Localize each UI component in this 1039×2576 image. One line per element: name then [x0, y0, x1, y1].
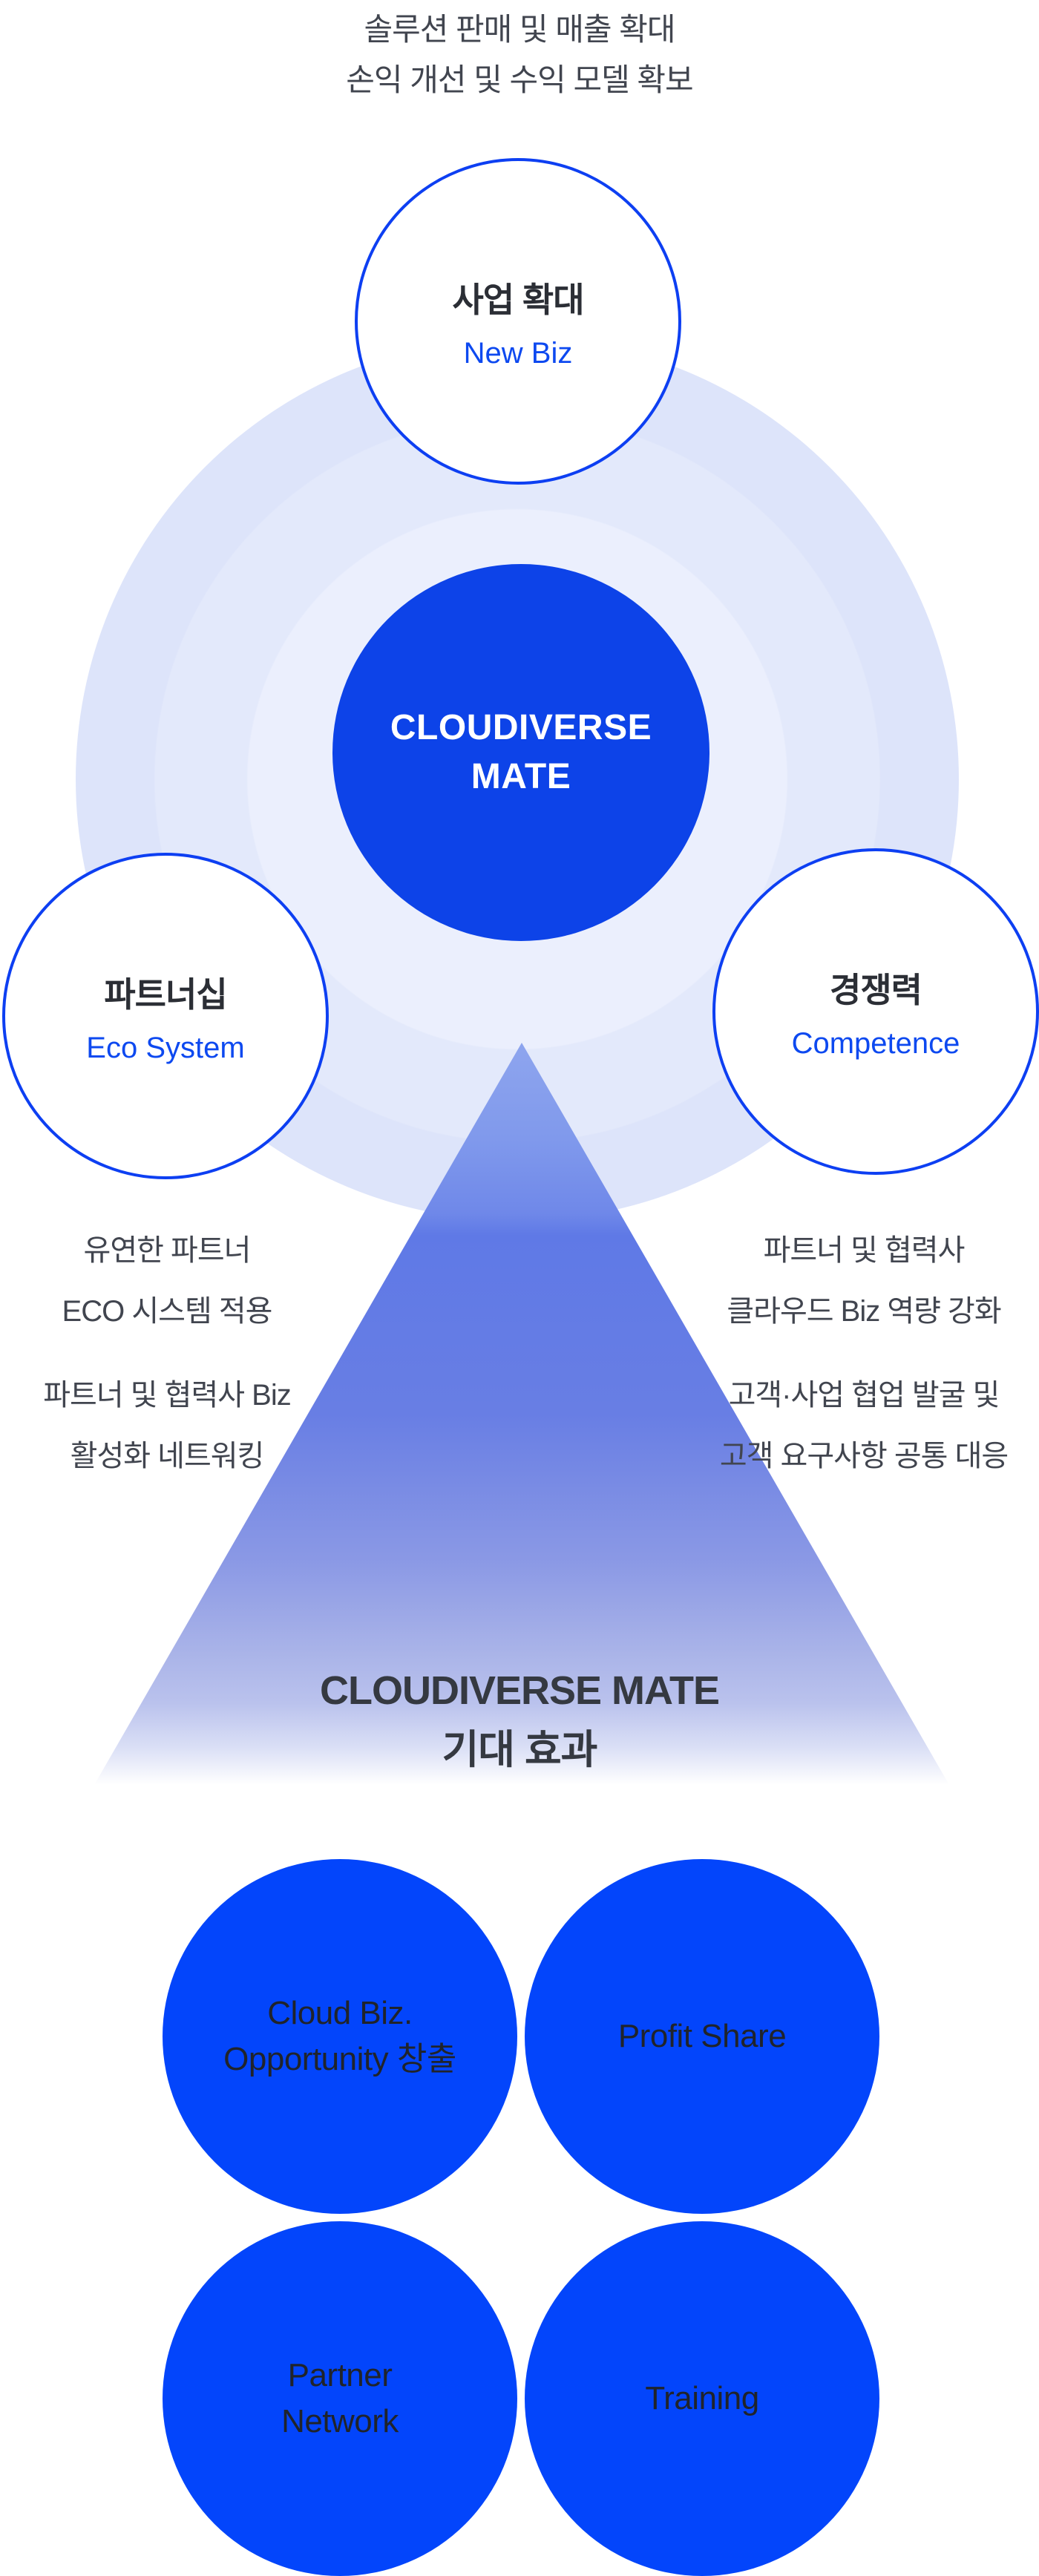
note-line: 고객·사업 협업 발굴 및 [728, 1379, 1000, 1412]
note-line: 클라우드 Biz 역량 강화 [727, 1295, 1001, 1328]
circle-partnership-subtitle: Eco System [86, 1031, 245, 1064]
effect-line: Opportunity 창출 [223, 2041, 456, 2077]
note-line: 고객 요구사항 공통 대응 [719, 1440, 1009, 1472]
effect-circle-training: Training [525, 2221, 879, 2576]
note-right-collaboration: 고객·사업 협업 발굴 및 고객 요구사항 공통 대응 [689, 1365, 1039, 1487]
circle-competitiveness-subtitle: Competence [791, 1026, 960, 1060]
effect-line: Cloud Biz. [267, 1995, 413, 2031]
note-line: ECO 시스템 적용 [62, 1295, 273, 1328]
note-right-capability: 파트너 및 협력사 클라우드 Biz 역량 강화 [689, 1220, 1039, 1342]
note-line: 활성화 네트워킹 [70, 1440, 265, 1472]
effect-line: Training [645, 2380, 759, 2416]
circle-business-expansion-title: 사업 확대 [452, 280, 584, 319]
top-summary-note: 솔루션 판매 및 매출 확대 손익 개선 및 수익 모델 확보 [0, 4, 1039, 105]
circle-cloudiverse-mate-core: CLOUDIVERSE MATE [332, 564, 709, 941]
effect-circle-cloud-biz-opportunity: Cloud Biz. Opportunity 창출 [163, 1859, 517, 2214]
effect-line: Profit Share [617, 2018, 787, 2054]
pyramid-title-line-2: 기대 효과 [442, 1728, 598, 1772]
note-left-eco-system: 유연한 파트너 ECO 시스템 적용 [0, 1220, 334, 1342]
top-summary-line-2: 손익 개선 및 수익 모델 확보 [346, 62, 693, 97]
note-line: 파트너 및 협력사 Biz [43, 1379, 292, 1412]
circle-business-expansion: 사업 확대 New Biz [355, 158, 681, 485]
top-summary-line-1: 솔루션 판매 및 매출 확대 [364, 12, 675, 47]
effect-circle-partner-network: Partner Network [163, 2221, 517, 2576]
circle-business-expansion-subtitle: New Biz [463, 336, 573, 370]
pyramid-title: CLOUDIVERSE MATE 기대 효과 [0, 1661, 1039, 1780]
effect-circle-profit-share: Profit Share [525, 1859, 879, 2214]
note-line: 유연한 파트너 [83, 1234, 252, 1267]
pyramid-title-line-1: CLOUDIVERSE MATE [319, 1668, 720, 1713]
core-title-line-2: MATE [471, 757, 571, 796]
circle-partnership: 파트너십 Eco System [2, 853, 329, 1179]
circle-partnership-title: 파트너십 [104, 974, 227, 1014]
circle-competitiveness-title: 경쟁력 [830, 970, 922, 1009]
effect-line: Partner [287, 2357, 393, 2393]
circle-competitiveness: 경쟁력 Competence [712, 848, 1039, 1175]
core-title-line-1: CLOUDIVERSE [390, 708, 652, 747]
effect-line: Network [281, 2403, 399, 2439]
note-left-networking: 파트너 및 협력사 Biz 활성화 네트워킹 [0, 1365, 334, 1487]
note-line: 파트너 및 협력사 [763, 1234, 966, 1267]
